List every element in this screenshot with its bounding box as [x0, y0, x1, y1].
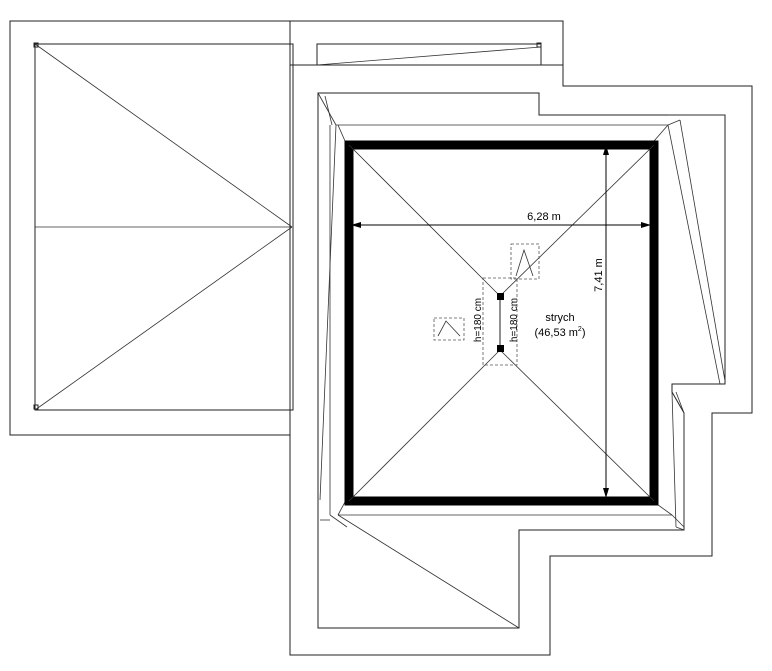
main-roof-outline — [289, 64, 753, 656]
room-area-superscript: 2 — [578, 326, 582, 333]
roof-window-icon — [433, 317, 465, 341]
upper-gable-strip — [290, 20, 564, 66]
chimney-post — [497, 293, 504, 300]
clearance-label-left: h=180 cm — [473, 298, 484, 342]
attic-ridge-lines — [348, 144, 655, 502]
upper-outline — [290, 20, 564, 65]
height-dimension: 7,41 m — [593, 145, 609, 498]
room-area-suffix: ) — [582, 327, 586, 339]
width-dimension-label: 6,28 m — [527, 211, 561, 223]
left-roof-corner-post — [33, 404, 39, 410]
left-roof-corner-post — [33, 42, 39, 48]
main-roof-eave — [317, 92, 726, 629]
room-name: strych — [545, 312, 574, 324]
left-roof-block — [9, 20, 294, 436]
room-area: (46,53 m2) — [535, 326, 586, 339]
left-roof-ridge-upper — [34, 43, 293, 228]
height-dimension-label: 7,41 m — [593, 258, 605, 292]
room-area-prefix: (46,53 m — [535, 327, 578, 339]
chimney-post — [497, 345, 504, 352]
left-roof-ridge-lower — [34, 226, 293, 411]
attic-wall — [344, 140, 659, 506]
width-dimension: 6,28 m — [351, 211, 651, 228]
roof-window-icon — [510, 243, 540, 280]
main-roof-hip-lines — [317, 92, 726, 629]
upper-gable-ridge — [316, 46, 542, 66]
upper-corner-post — [536, 42, 542, 48]
clearance-zone — [482, 277, 518, 366]
upper-gable-eave — [316, 43, 542, 65]
clearance-label-right: h=180 cm — [509, 298, 520, 342]
left-roof-outline — [9, 20, 291, 436]
